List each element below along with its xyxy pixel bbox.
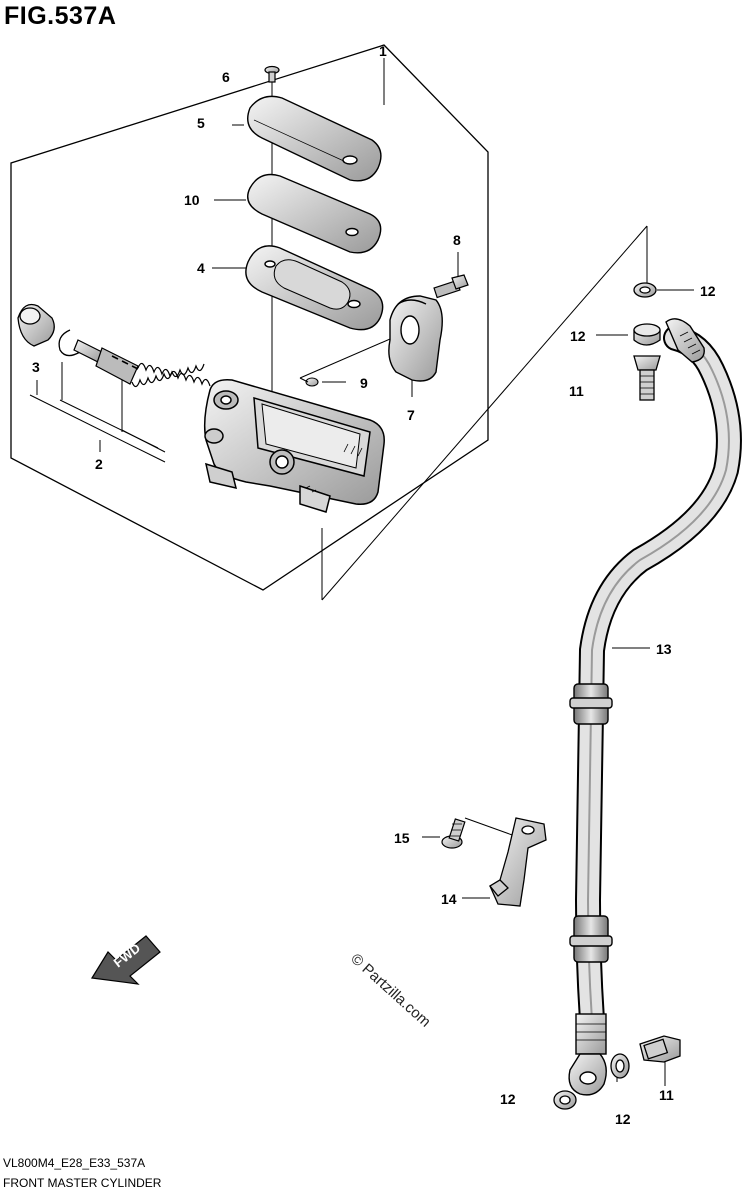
- circlip: [58, 329, 81, 357]
- screw-6: [264, 65, 280, 83]
- callout-11-top: 11: [569, 383, 584, 399]
- diaphragm-plate-10: [247, 173, 382, 254]
- figure-title: FIG.537A: [4, 2, 117, 30]
- brake-hose-13: [568, 318, 742, 1096]
- reservoir-cap-5: [247, 95, 382, 182]
- callout-1: 1: [379, 43, 387, 59]
- callout-labels: 1 2 3 4 5 6 7 8 9 10 11 11 12 12 12 12 1…: [32, 43, 716, 1127]
- callout-15: 15: [394, 830, 410, 846]
- washer-12-second: [633, 323, 661, 346]
- leader-lines: [29, 58, 694, 1086]
- callout-11-bottom: 11: [659, 1087, 674, 1103]
- screw-9: [299, 377, 319, 387]
- watermark: © Partzilla.com: [347, 950, 433, 1030]
- union-bolt-11-top: [633, 355, 661, 401]
- callout-12-bottom-right: 12: [615, 1111, 631, 1127]
- callout-14: 14: [441, 891, 457, 907]
- washer-12-bottom-right: [610, 1053, 630, 1079]
- callout-3: 3: [32, 359, 40, 375]
- fwd-arrow: FWD: [91, 935, 161, 985]
- washer-12-top: [633, 282, 657, 298]
- master-cylinder-body-1: [203, 378, 385, 513]
- hose-bracket-14: [489, 817, 547, 907]
- washer-12-bottom-left: [553, 1090, 577, 1110]
- figure-name: FRONT MASTER CYLINDER: [3, 1176, 162, 1190]
- union-bolt-11-bottom: [639, 1035, 681, 1063]
- callout-9: 9: [360, 375, 368, 391]
- figure-code: VL800M4_E28_E33_537A: [3, 1156, 146, 1170]
- callout-10: 10: [184, 192, 200, 208]
- callout-6: 6: [222, 69, 230, 85]
- callout-12-top: 12: [700, 283, 716, 299]
- diaphragm-4: [245, 245, 384, 331]
- callout-7: 7: [407, 407, 415, 423]
- callout-13: 13: [656, 641, 672, 657]
- holder-clamp-7: [388, 295, 443, 382]
- boot-3: [17, 303, 55, 347]
- bolt-15: [441, 818, 466, 849]
- callout-12-bottom-left: 12: [500, 1091, 516, 1107]
- piston-set-2: [73, 339, 211, 388]
- bolt-8: [433, 274, 469, 299]
- assembly-boundary: [10, 44, 489, 591]
- callout-5: 5: [197, 115, 205, 131]
- callout-4: 4: [197, 260, 205, 276]
- callout-12-second: 12: [570, 328, 586, 344]
- callout-2: 2: [95, 456, 103, 472]
- callout-8: 8: [453, 232, 461, 248]
